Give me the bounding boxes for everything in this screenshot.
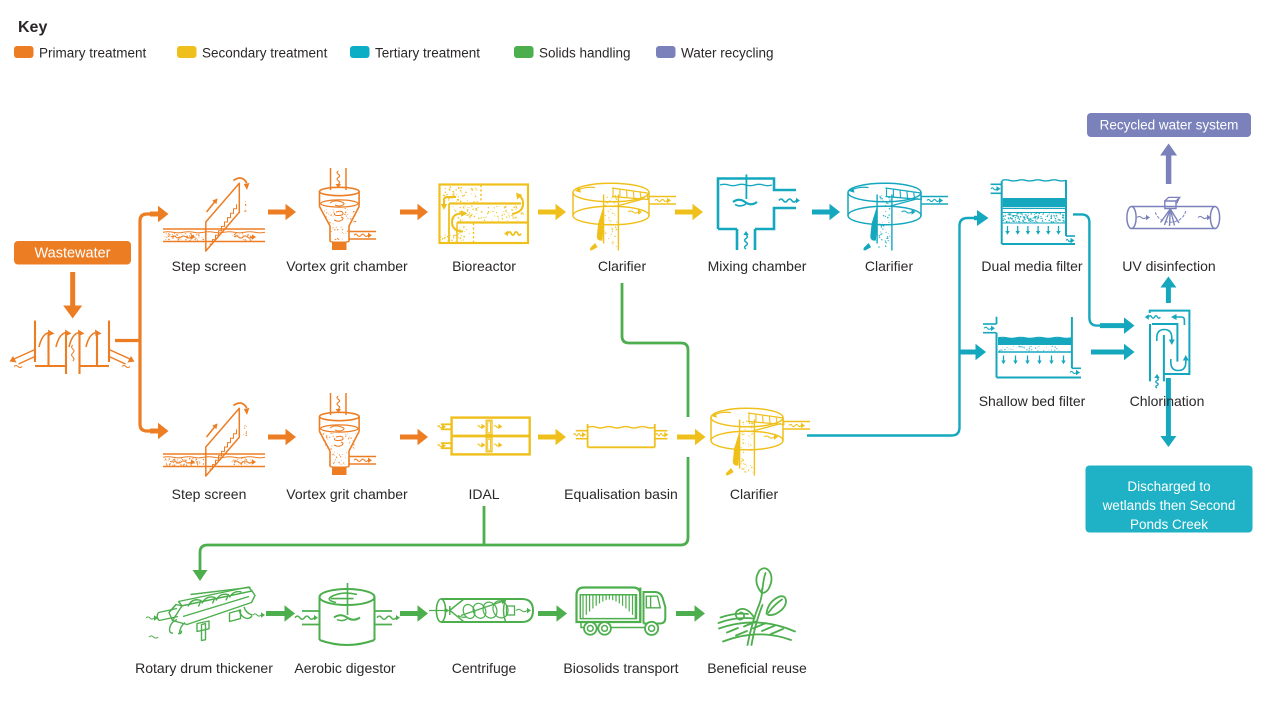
- svg-text:Mixing chamber: Mixing chamber: [708, 258, 807, 274]
- svg-text:Step screen: Step screen: [172, 486, 247, 502]
- svg-text:Vortex grit chamber: Vortex grit chamber: [286, 486, 408, 502]
- svg-text:Tertiary treatment: Tertiary treatment: [375, 46, 480, 61]
- svg-text:Water recycling: Water recycling: [681, 46, 774, 61]
- svg-text:Clarifier: Clarifier: [598, 258, 647, 274]
- svg-text:Ponds Creek: Ponds Creek: [1130, 517, 1208, 532]
- svg-text:Discharged to: Discharged to: [1127, 479, 1210, 494]
- svg-text:Key: Key: [18, 19, 47, 36]
- svg-text:Centrifuge: Centrifuge: [452, 660, 517, 676]
- svg-text:Recycled water system: Recycled water system: [1100, 118, 1239, 133]
- svg-text:Rotary drum thickener: Rotary drum thickener: [135, 660, 273, 676]
- svg-text:Solids handling: Solids handling: [539, 46, 631, 61]
- svg-text:IDAL: IDAL: [468, 486, 499, 502]
- svg-text:wetlands then Second: wetlands then Second: [1102, 498, 1236, 513]
- svg-text:Equalisation basin: Equalisation basin: [564, 486, 678, 502]
- svg-text:Bioreactor: Bioreactor: [452, 258, 516, 274]
- svg-text:Wastewater: Wastewater: [34, 246, 110, 262]
- svg-text:Shallow bed filter: Shallow bed filter: [979, 393, 1086, 409]
- svg-text:Dual media filter: Dual media filter: [981, 258, 1082, 274]
- svg-text:Secondary treatment: Secondary treatment: [202, 46, 328, 61]
- svg-text:Vortex grit chamber: Vortex grit chamber: [286, 258, 408, 274]
- svg-text:Primary treatment: Primary treatment: [39, 46, 147, 61]
- svg-text:Clarifier: Clarifier: [865, 258, 914, 274]
- svg-text:Chlorination: Chlorination: [1130, 393, 1205, 409]
- svg-text:Aerobic digestor: Aerobic digestor: [294, 660, 396, 676]
- svg-text:UV disinfection: UV disinfection: [1122, 258, 1215, 274]
- svg-text:Beneficial reuse: Beneficial reuse: [707, 660, 807, 676]
- svg-text:Biosolids transport: Biosolids transport: [563, 660, 678, 676]
- svg-text:Step screen: Step screen: [172, 258, 247, 274]
- svg-text:Clarifier: Clarifier: [730, 486, 779, 502]
